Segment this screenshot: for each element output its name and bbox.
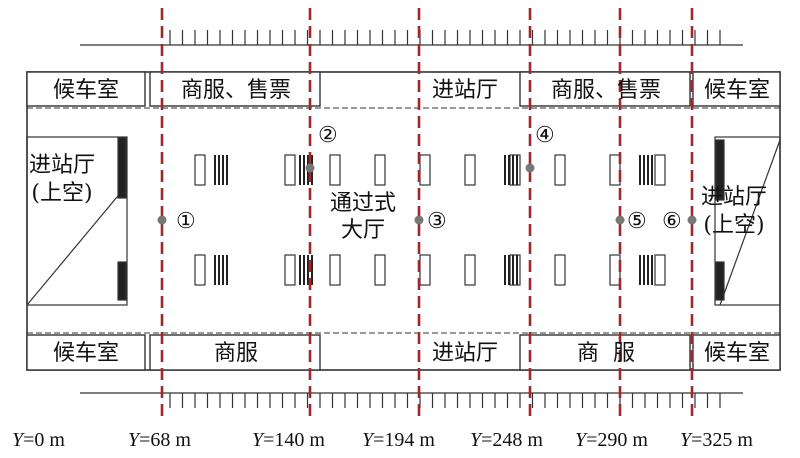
gate-symbol xyxy=(284,254,296,286)
measurement-point xyxy=(414,215,424,225)
measurement-point xyxy=(525,163,535,173)
upper-right-label-line1: 进站厅 xyxy=(701,185,767,210)
gate-symbol xyxy=(654,154,666,186)
room-commerce-bottom-left: 商服 xyxy=(214,341,258,366)
room-commerce-bottom-right: 商 服 xyxy=(577,341,635,366)
room-commerce-ticket-left: 商服、售票 xyxy=(181,78,291,103)
gate-symbol xyxy=(374,254,386,286)
room-labels: 候车室 商服、售票 进站厅 商服、售票 候车室 候车室 商服 进站厅 商 服 候… xyxy=(29,78,770,366)
gate-symbol xyxy=(329,154,341,186)
upper-void-right xyxy=(714,136,781,306)
point-label: ④ xyxy=(535,123,555,148)
measurement-point xyxy=(305,163,315,173)
room-waiting-top-right: 候车室 xyxy=(704,78,770,103)
rooms-top xyxy=(26,71,781,107)
point-label: ⑥ xyxy=(662,209,682,234)
gate-symbol xyxy=(554,154,566,186)
upper-void-left xyxy=(26,136,128,306)
section-label: Y=68 m xyxy=(128,429,191,451)
rooms-bottom xyxy=(26,334,781,371)
section-label: Y=0 m xyxy=(12,429,65,451)
room-commerce-ticket-right: 商服、售票 xyxy=(551,78,661,103)
room-waiting-top-left: 候车室 xyxy=(53,78,119,103)
gate-symbol xyxy=(419,154,431,186)
measurement-point xyxy=(615,215,625,225)
measurement-point xyxy=(157,215,167,225)
section-label: Y=290 m xyxy=(575,429,648,451)
upper-right-label-line2: (上空) xyxy=(703,213,764,238)
point-label: ⑤ xyxy=(627,209,647,234)
gate-symbol xyxy=(509,154,521,186)
upper-left-label-line2: (上空) xyxy=(31,181,92,206)
section-label: Y=194 m xyxy=(362,429,435,451)
point-label: ② xyxy=(318,123,338,148)
section-label: Y=248 m xyxy=(470,429,543,451)
measurement-point xyxy=(687,215,697,225)
gate-symbol xyxy=(194,254,206,286)
room-entrance-bottom: 进站厅 xyxy=(432,341,498,366)
gate-symbol xyxy=(609,154,621,186)
gate-symbol xyxy=(554,254,566,286)
bottom-track xyxy=(80,392,743,408)
gate-symbol xyxy=(374,154,386,186)
upper-left-label-line1: 进站厅 xyxy=(29,153,95,178)
gate-symbols xyxy=(194,154,666,286)
room-waiting-bottom-left: 候车室 xyxy=(53,341,119,366)
top-track xyxy=(80,30,743,46)
gate-symbol xyxy=(284,154,296,186)
gate-symbol xyxy=(194,154,206,186)
gate-symbol xyxy=(464,254,476,286)
gate-symbol xyxy=(609,254,621,286)
gate-symbol xyxy=(419,254,431,286)
section-label: Y=140 m xyxy=(252,429,325,451)
room-entrance-top: 进站厅 xyxy=(432,78,498,103)
concourse-label-line2: 大厅 xyxy=(341,218,385,243)
gate-symbol xyxy=(329,254,341,286)
point-label: ③ xyxy=(427,209,447,234)
section-label: Y=325 m xyxy=(680,429,753,451)
gate-symbol xyxy=(464,154,476,186)
gate-symbol xyxy=(654,254,666,286)
concourse-label-line1: 通过式 xyxy=(330,191,396,216)
room-waiting-bottom-right: 候车室 xyxy=(704,341,770,366)
gate-symbol xyxy=(509,254,521,286)
section-lines xyxy=(160,8,694,418)
point-label: ① xyxy=(176,209,196,234)
section-labels: Y=0 m Y=68 m Y=140 m Y=194 m Y=248 m Y=290 m Y… xyxy=(12,429,753,451)
